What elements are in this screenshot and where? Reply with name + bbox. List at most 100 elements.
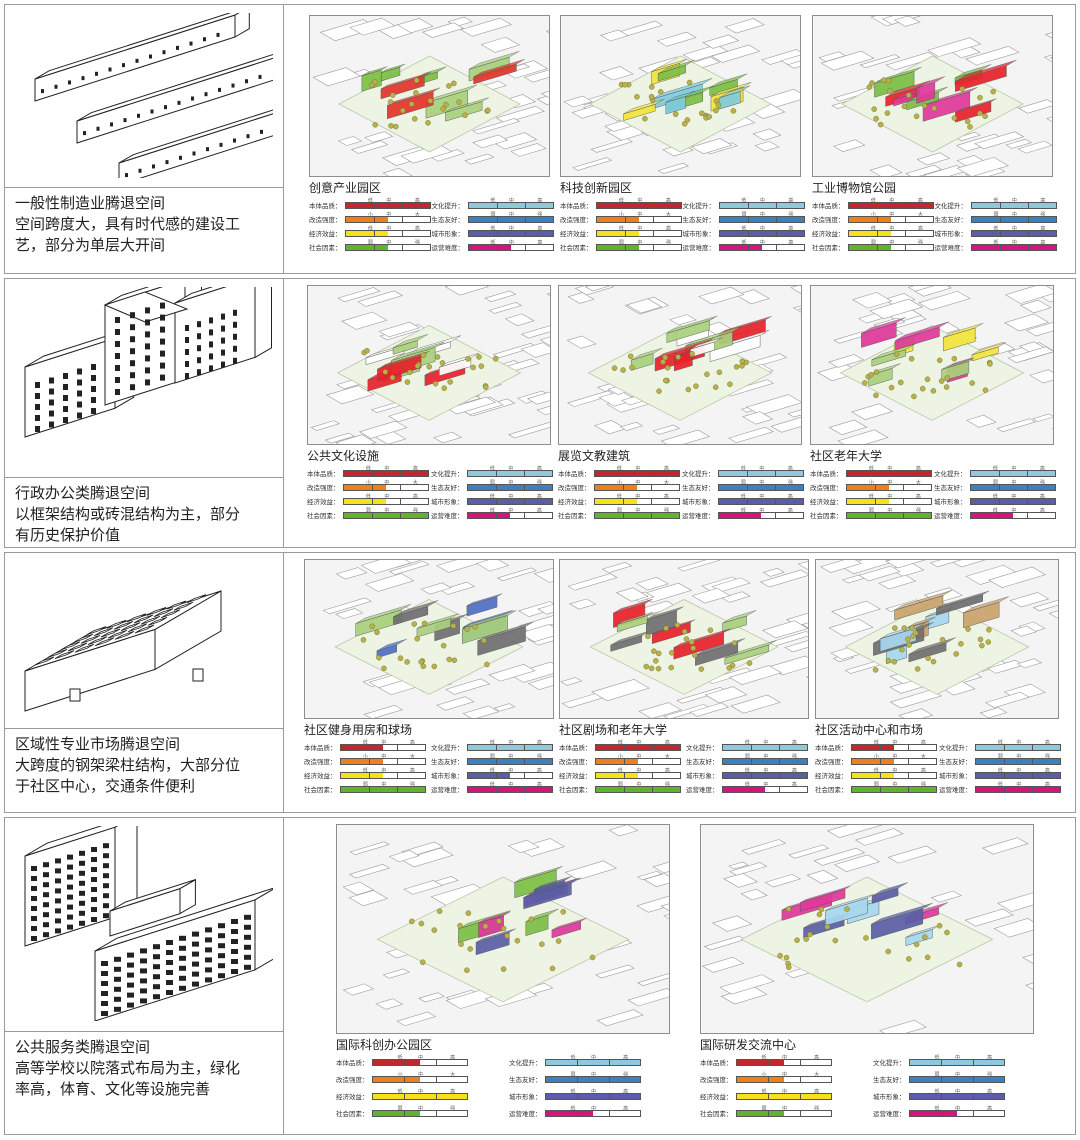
rating-scale-label: 低 — [993, 226, 999, 232]
rating-scale-label: 低 — [570, 1106, 576, 1112]
scheme-title: 社区老年大学 — [810, 449, 883, 463]
rating-scale-label: 中 — [384, 480, 390, 486]
rating-tick — [397, 773, 398, 778]
rating-bar-fill — [373, 1060, 420, 1065]
rating-bar-fill — [597, 217, 639, 222]
building-type-title: 公共服务类腾退空间 — [15, 1038, 151, 1056]
rating-scale-label: 高 — [664, 768, 670, 774]
rating-row: 经济效益：低中高 — [558, 493, 684, 506]
rating-scale-label: 大 — [917, 212, 923, 218]
rating-bar-fill — [971, 203, 1056, 208]
rating-row: 改造强度：小中大 — [304, 753, 433, 766]
rating-tick — [972, 1060, 974, 1065]
rating-label: 经济效益： — [558, 498, 591, 506]
rating-tick — [608, 1077, 610, 1082]
rating-row: 城市形象：低中高 — [431, 493, 557, 506]
rating-scale-label: 小 — [397, 1072, 403, 1078]
rating-label: 运营难度： — [934, 244, 968, 252]
rating-label: 社会因素： — [815, 786, 848, 794]
building-isometric-drawing — [15, 561, 273, 721]
rating-scale-label: 强 — [787, 480, 793, 486]
rating-bar-fill — [719, 485, 803, 490]
rating-bar: 低中高 — [467, 198, 554, 209]
rating-row: 生态友好：弱中强 — [431, 479, 557, 492]
rating-scale-label: 中 — [759, 240, 765, 246]
rating-row: 社会因素：弱中强 — [815, 781, 941, 794]
rating-bar-fill — [596, 773, 638, 778]
scheme-aerial-view — [336, 824, 670, 1034]
rating-bar-fill — [910, 1077, 1004, 1082]
rating-scale-label: 中 — [591, 1055, 597, 1061]
rating-scale-label: 中 — [637, 226, 643, 232]
rating-tick — [374, 203, 375, 208]
rating-scale-label: 低 — [490, 226, 496, 232]
rating-row: 本体品质：低中高 — [560, 197, 685, 210]
rating-tick — [877, 245, 878, 250]
rating-tick — [999, 203, 1001, 208]
rating-tick — [999, 513, 1000, 518]
rating-bar-fill — [596, 759, 638, 764]
rating-row: 经济效益：低中高 — [304, 767, 433, 780]
description-line: 高等学校以院落式布局为主，绿化 — [15, 1059, 241, 1077]
rating-bar: 弱中强 — [851, 782, 937, 793]
rating-label: 改造强度： — [304, 758, 337, 766]
rating-scale-label: 中 — [381, 740, 387, 746]
rating-scale-label: 中 — [635, 494, 641, 500]
rating-bar-fill — [468, 203, 553, 208]
rating-tick — [999, 499, 1000, 504]
rating-tick — [877, 231, 878, 236]
strategy-row: 一般性制造业腾退空间空间跨度大，具有时代感的建设工艺，部分为单层大开间创意产业园… — [4, 4, 1076, 274]
rating-scale-label: 高 — [409, 740, 415, 746]
rating-scale-label: 中 — [1011, 480, 1017, 486]
building-type-column: 公共服务类腾退空间高等学校以院落式布局为主，绿化率高，体育、文化等设施完善 — [5, 813, 284, 1134]
rating-scale-label: 低 — [570, 1055, 576, 1061]
scheme-title: 展览文教建筑 — [558, 449, 631, 463]
rating-label: 社会因素： — [309, 244, 342, 252]
rating-tick — [768, 1111, 770, 1116]
rating-scale-label: 高 — [536, 508, 542, 514]
rating-bar-fill — [341, 787, 425, 792]
rating-scale-label: 大 — [665, 212, 671, 218]
rating-scale-label: 中 — [384, 494, 390, 500]
rating-tick — [775, 513, 776, 518]
rating-scale-label: 高 — [787, 494, 793, 500]
rating-label: 生态友好： — [431, 216, 465, 224]
rating-row: 生态友好：弱中强 — [509, 1071, 680, 1084]
rating-scale-label: 中 — [508, 754, 514, 760]
rating-scale-label: 高 — [414, 226, 420, 232]
rating-label: 文化提升： — [682, 202, 716, 210]
scheme-title: 创意产业园区 — [309, 181, 382, 195]
rating-tick — [402, 217, 403, 222]
rating-label: 改造强度： — [812, 216, 845, 224]
rating-scale-label: 高 — [536, 768, 542, 774]
rating-scale-label: 强 — [537, 212, 543, 218]
rating-bar-fill — [719, 513, 761, 518]
rating-scale-label: 小 — [870, 212, 876, 218]
rating-scale-label: 高 — [814, 1089, 820, 1095]
rating-bar: 低中高 — [467, 466, 553, 477]
rating-scale-label: 强 — [814, 1106, 820, 1112]
rating-scale-label: 中 — [637, 198, 643, 204]
rating-tick — [799, 1077, 801, 1082]
rating-scale-label: 中 — [763, 754, 769, 760]
rating-label: 本体品质： — [815, 744, 848, 752]
rating-scale-label: 弱 — [618, 240, 624, 246]
rating-row: 社会因素：弱中强 — [309, 239, 434, 252]
rating-bar-fill — [468, 471, 552, 476]
rating-scale-label: 中 — [636, 768, 642, 774]
rating-scale-label: 小 — [868, 480, 874, 486]
rating-tick — [404, 1111, 406, 1116]
rating-bar: 低中高 — [848, 198, 934, 209]
rating-scale-label: 中 — [386, 212, 392, 218]
rating-tick — [397, 759, 398, 764]
rating-bar-fill — [976, 787, 1060, 792]
rating-scale-label: 小 — [617, 754, 623, 760]
rating-scale-label: 低 — [997, 782, 1003, 788]
rating-tick — [608, 1111, 610, 1116]
rating-label: 经济效益： — [307, 498, 340, 506]
rating-scale-label: 高 — [987, 1089, 993, 1095]
rating-scale-label: 强 — [663, 508, 669, 514]
rating-label: 城市形象： — [431, 230, 465, 238]
rating-label: 社会因素： — [304, 786, 337, 794]
rating-scale-label: 中 — [384, 508, 390, 514]
